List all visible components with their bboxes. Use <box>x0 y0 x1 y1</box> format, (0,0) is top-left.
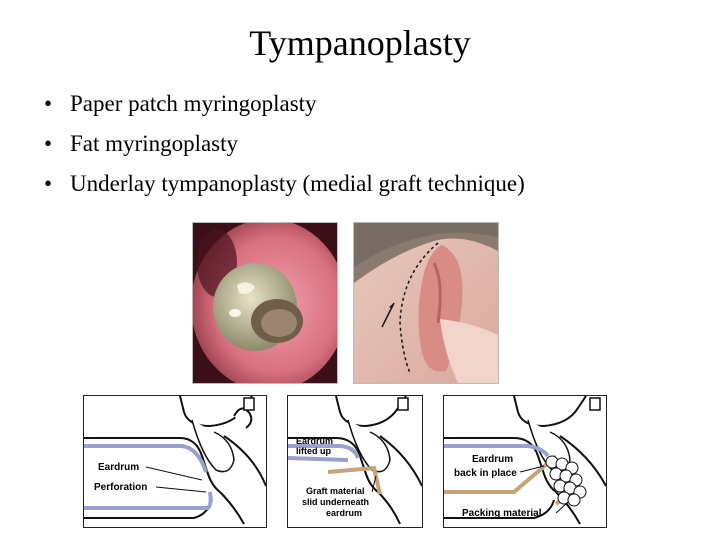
label-packing-material: Packing material <box>462 508 542 519</box>
bullet-text: Paper patch myringoplasty <box>70 91 317 116</box>
label-eardrum: Eardrum <box>98 462 139 473</box>
bullet-item: • Paper patch myringoplasty <box>42 84 525 124</box>
bullet-text: Fat myringoplasty <box>70 131 239 156</box>
bullet-glyph: • <box>44 131 53 156</box>
diagram-packing-material: Eardrum back in place Packing material <box>443 395 607 528</box>
label-back-in-place: back in place <box>454 468 517 479</box>
ear-incision-image <box>354 223 498 383</box>
packing-material-mark <box>545 455 587 507</box>
label-graft-material: Graft material <box>306 486 365 496</box>
bullet-glyph: • <box>44 171 53 196</box>
diagram-eardrum-perforation: Eardrum Perforation <box>83 395 267 528</box>
ear-anatomy-diagram-2: Eardrum lifted up Graft material slid un… <box>288 396 422 525</box>
bullet-text: Underlay tympanoplasty (medial graft tec… <box>70 171 525 196</box>
ear-anatomy-diagram-1: Eardrum Perforation <box>84 396 266 525</box>
otoscope-photo <box>192 222 338 384</box>
label-slid-underneath: slid underneath <box>302 497 369 507</box>
label-eardrum-2: eardrum <box>326 508 362 518</box>
ear-anatomy-diagram-3: Eardrum back in place Packing material <box>444 396 606 525</box>
bullet-item: • Underlay tympanoplasty (medial graft te… <box>42 164 525 204</box>
label-eardrum: Eardrum <box>472 454 513 465</box>
label-eardrum: Eardrum <box>296 436 333 446</box>
bullet-glyph: • <box>44 91 53 116</box>
label-perforation: Perforation <box>94 482 147 493</box>
label-lifted-up: lifted up <box>296 446 331 456</box>
ear-incision-photo <box>353 222 499 384</box>
diagram-graft-placement: Eardrum lifted up Graft material slid un… <box>287 395 423 528</box>
slide-title: Tympanoplasty <box>249 23 471 63</box>
bullet-list: • Paper patch myringoplasty • Fat myringop… <box>42 84 525 204</box>
bullet-item: • Fat myringoplasty <box>42 124 525 164</box>
otoscope-image <box>193 223 337 383</box>
